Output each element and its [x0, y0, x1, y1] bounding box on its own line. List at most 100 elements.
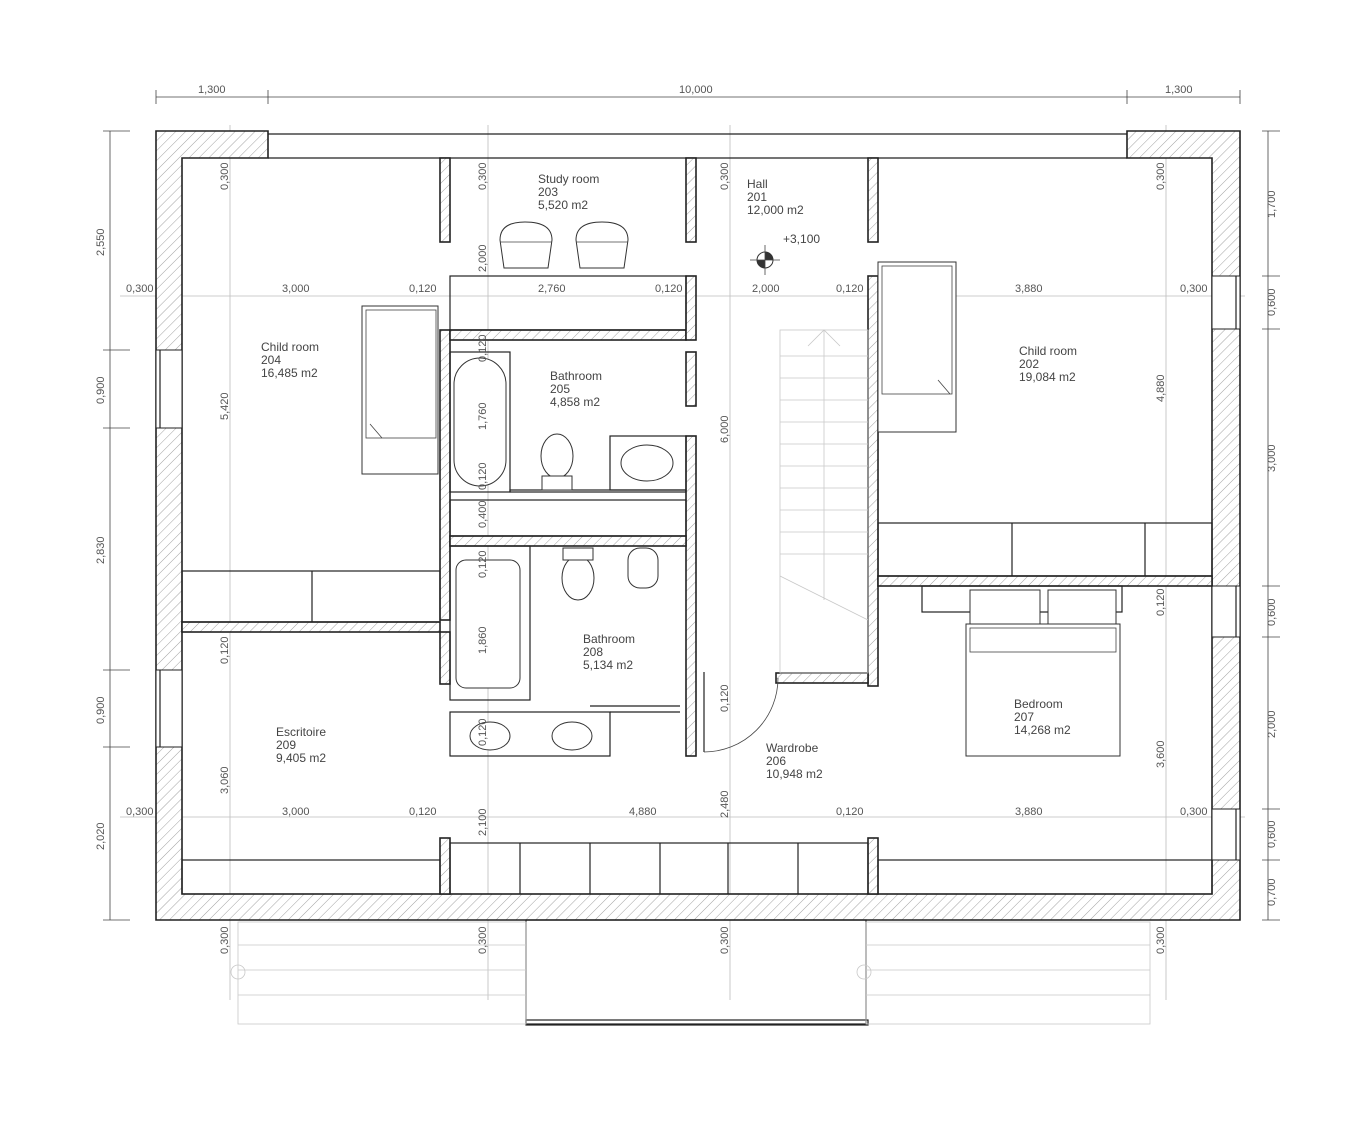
dim-bottom: 0,300	[219, 926, 231, 954]
svg-text:206: 206	[766, 754, 786, 768]
axis-grid-lines	[120, 125, 1245, 1000]
dim-row-a: 3,880	[1015, 283, 1043, 295]
dim-bottom: 0,300	[1155, 926, 1167, 954]
dim-inner: 0,300	[219, 162, 231, 190]
dim-right: 2,000	[1266, 710, 1278, 738]
svg-text:5,134 m2: 5,134 m2	[583, 658, 633, 672]
dim-bottom: 0,300	[477, 926, 489, 954]
dim-left: 2,830	[95, 536, 107, 564]
svg-text:Child room: Child room	[1019, 344, 1077, 358]
dim-right: 3,000	[1266, 444, 1278, 472]
staircase	[779, 329, 869, 674]
dim-inner: 6,000	[719, 415, 731, 443]
dim-row-b: 4,880	[629, 806, 657, 818]
study-chairs	[499, 221, 629, 269]
svg-text:208: 208	[583, 645, 603, 659]
dim-left: 0,900	[95, 376, 107, 404]
level-marker	[750, 245, 780, 275]
svg-text:205: 205	[550, 382, 570, 396]
dim-inner: 0,120	[477, 550, 489, 578]
dim-inner: 0,300	[1155, 162, 1167, 190]
dim-row-a: 2,760	[538, 283, 566, 295]
svg-text:204: 204	[261, 353, 281, 367]
svg-text:10,948 m2: 10,948 m2	[766, 767, 823, 781]
dim-inner: 0,400	[477, 500, 489, 528]
dim-row-b: 0,300	[1180, 806, 1208, 818]
interior-walls	[181, 157, 1213, 895]
dim-right: 0,600	[1266, 820, 1278, 848]
dim-top: 10,000	[679, 84, 713, 96]
svg-text:5,520 m2: 5,520 m2	[538, 198, 588, 212]
svg-text:19,084 m2: 19,084 m2	[1019, 370, 1076, 384]
dim-inner: 2,100	[477, 808, 489, 836]
dim-inner: 3,060	[219, 766, 231, 794]
svg-text:14,268 m2: 14,268 m2	[1014, 723, 1071, 737]
svg-text:4,858 m2: 4,858 m2	[550, 395, 600, 409]
dim-right: 0,600	[1266, 288, 1278, 316]
svg-text:Escritoire: Escritoire	[276, 725, 326, 739]
dim-bottom: 0,300	[719, 926, 731, 954]
dim-inner: 3,600	[1155, 740, 1167, 768]
svg-text:Bedroom: Bedroom	[1014, 697, 1063, 711]
dim-inner: 0,300	[719, 162, 731, 190]
dim-row-b: 3,000	[282, 806, 310, 818]
dim-inner: 0,120	[477, 718, 489, 746]
dim-inner: 1,860	[477, 626, 489, 654]
dim-row-b: 0,300	[126, 806, 154, 818]
dim-right: 0,700	[1266, 878, 1278, 906]
outer-walls	[155, 130, 1241, 921]
balcony	[230, 919, 1151, 1026]
svg-text:Child room: Child room	[261, 340, 319, 354]
dim-inner: 5,420	[219, 392, 231, 420]
room-label-bathroom-205: Bathroom 205 4,858 m2	[550, 369, 602, 409]
dim-inner: 1,760	[477, 402, 489, 430]
dimension-texts: 1,300 10,000 1,300 0,300 3,000 0,120 2,7…	[95, 84, 1278, 954]
svg-text:Study room: Study room	[538, 172, 599, 186]
wardrobe-door	[703, 672, 779, 753]
dim-right: 1,700	[1266, 190, 1278, 218]
room-label-bathroom-208: Bathroom 208 5,134 m2	[583, 632, 635, 672]
dim-right: 0,600	[1266, 598, 1278, 626]
dim-top: 1,300	[198, 84, 226, 96]
dim-left: 0,900	[95, 696, 107, 724]
dim-inner: 0,120	[1155, 588, 1167, 616]
room-label-child-204: Child room 204 16,485 m2	[261, 340, 319, 380]
room-label-hall-201: Hall 201 12,000 m2	[747, 177, 804, 217]
dim-left: 2,550	[95, 228, 107, 256]
dim-row-a: 0,300	[1180, 283, 1208, 295]
dim-inner: 0,120	[477, 462, 489, 490]
room-labels: Study room 203 5,520 m2 Hall 201 12,000 …	[261, 172, 1077, 781]
svg-text:Wardrobe: Wardrobe	[766, 741, 819, 755]
svg-text:9,405 m2: 9,405 m2	[276, 751, 326, 765]
dimension-lines	[103, 90, 1280, 921]
dim-row-a: 0,120	[655, 283, 683, 295]
bed-double-207	[921, 585, 1123, 757]
room-label-bedroom-207: Bedroom 207 14,268 m2	[1014, 697, 1071, 737]
dim-row-a: 0,300	[126, 283, 154, 295]
dim-inner: 2,000	[477, 244, 489, 272]
level-mark-label: +3,100	[783, 232, 820, 246]
svg-text:207: 207	[1014, 710, 1034, 724]
dim-row-a: 0,120	[836, 283, 864, 295]
dim-row-b: 3,880	[1015, 806, 1043, 818]
dim-left: 2,020	[95, 822, 107, 850]
bathroom-fixtures	[449, 351, 687, 757]
room-label-escritoire-209: Escritoire 209 9,405 m2	[276, 725, 326, 765]
room-label-study-203: Study room 203 5,520 m2	[538, 172, 599, 212]
bed-child-204	[361, 305, 439, 475]
dim-inner: 0,120	[719, 684, 731, 712]
dim-inner: 2,480	[719, 790, 731, 818]
built-in-cabinets	[181, 275, 1213, 895]
room-label-child-202: Child room 202 19,084 m2	[1019, 344, 1077, 384]
svg-text:Hall: Hall	[747, 177, 768, 191]
svg-text:201: 201	[747, 190, 767, 204]
dim-inner: 4,880	[1155, 374, 1167, 402]
dim-row-b: 0,120	[836, 806, 864, 818]
dim-row-a: 0,120	[409, 283, 437, 295]
dim-row-b: 0,120	[409, 806, 437, 818]
svg-text:202: 202	[1019, 357, 1039, 371]
svg-text:16,485 m2: 16,485 m2	[261, 366, 318, 380]
svg-text:209: 209	[276, 738, 296, 752]
svg-text:203: 203	[538, 185, 558, 199]
